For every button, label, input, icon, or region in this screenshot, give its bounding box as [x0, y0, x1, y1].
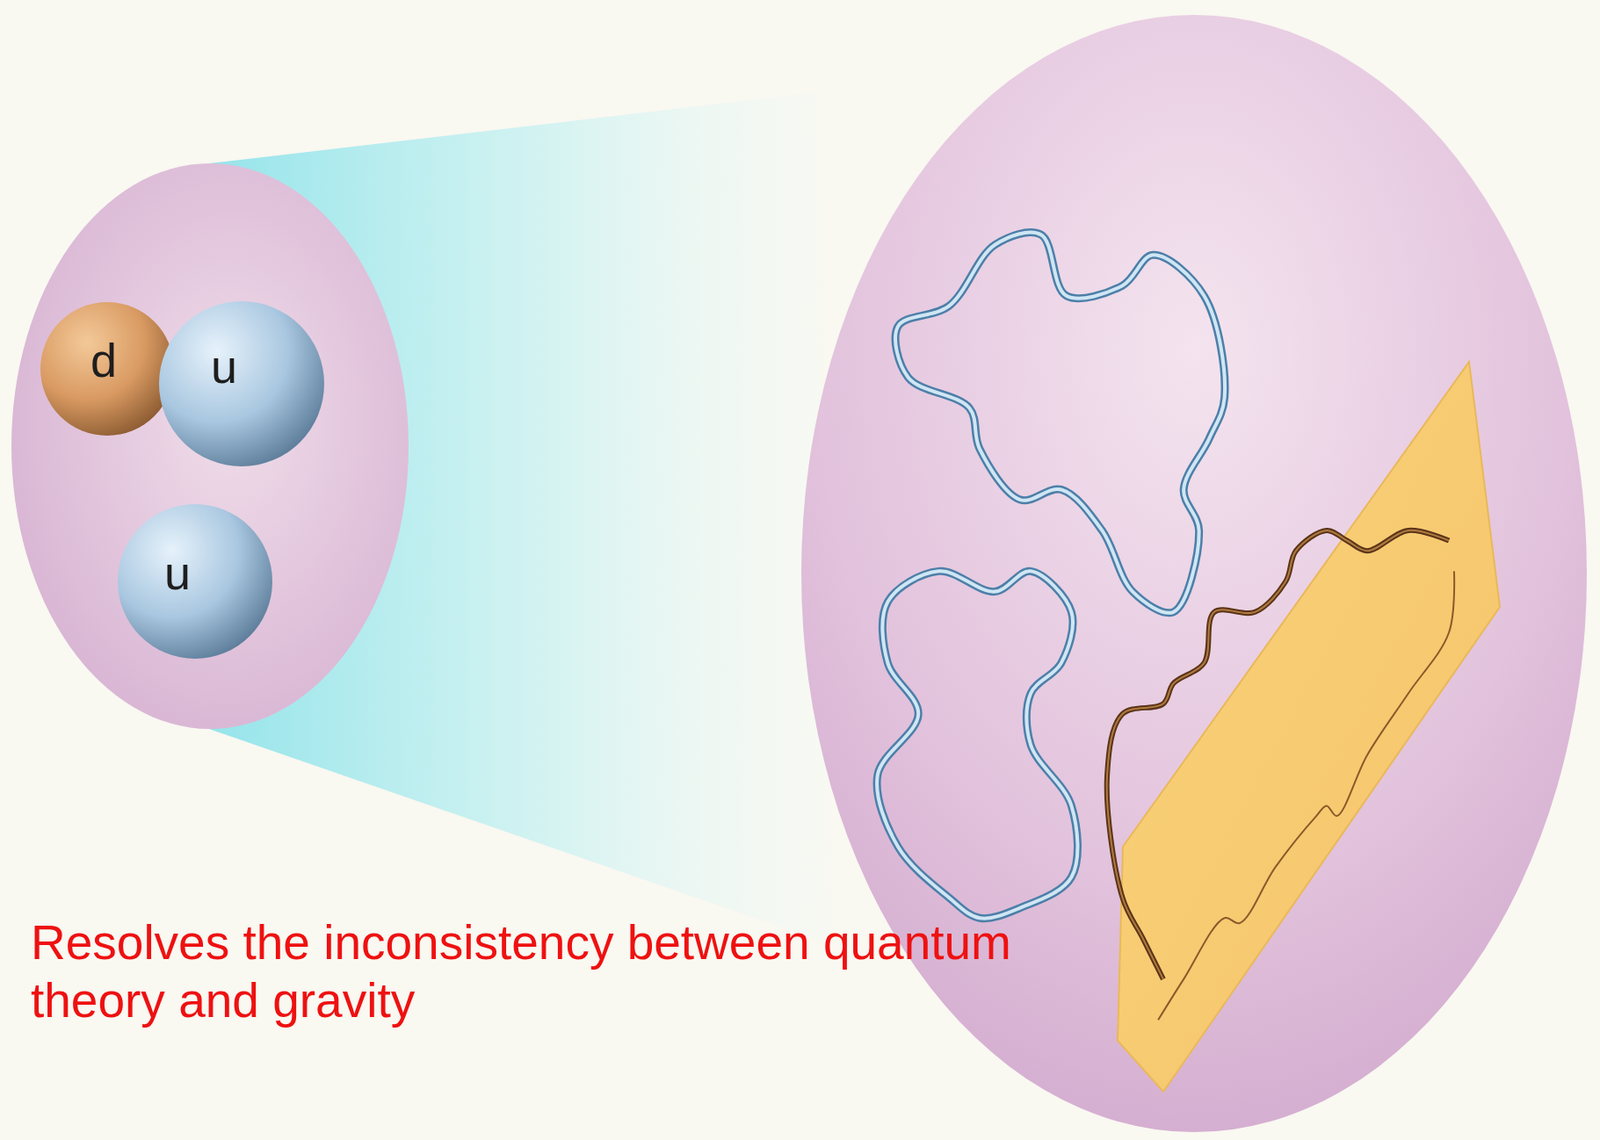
open-string — [1107, 530, 1449, 980]
quark-label: u — [210, 342, 238, 391]
closed-string — [876, 571, 1078, 919]
quark-ball: u — [159, 301, 325, 467]
quark-ball: d — [40, 302, 174, 436]
quark-ball: u — [117, 504, 273, 659]
quark-label: u — [164, 549, 191, 597]
closed-string-highlight — [876, 571, 1078, 919]
closed-string-highlight — [895, 232, 1225, 614]
quark-label: d — [90, 336, 117, 384]
open-string-highlight — [1107, 530, 1449, 980]
brane-crease — [1158, 571, 1455, 1021]
proton-circle — [11, 163, 409, 730]
brane-sheet — [1117, 361, 1500, 1093]
closed-string — [895, 232, 1225, 614]
caption-note: Resolves the inconsistency between quant… — [30, 913, 1015, 1030]
